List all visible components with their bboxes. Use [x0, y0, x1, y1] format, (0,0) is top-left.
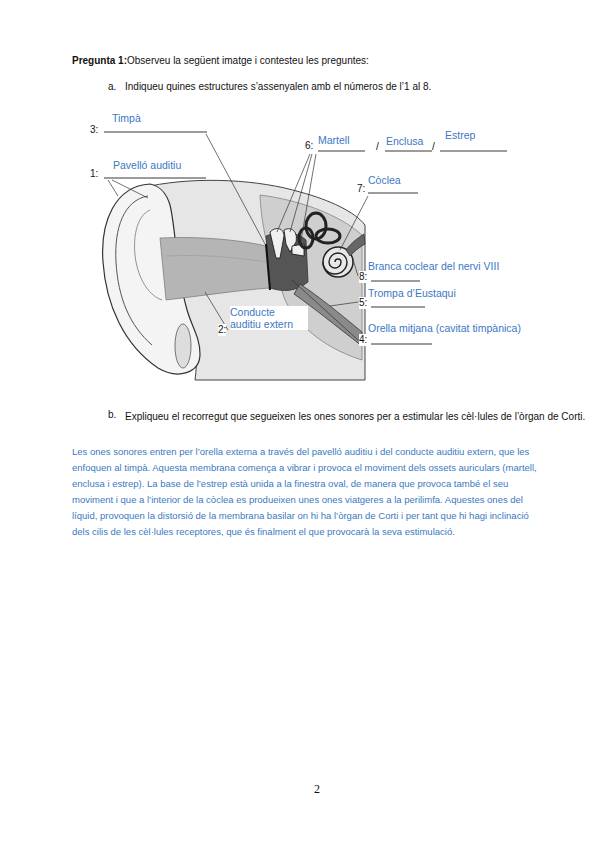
- callout-number: 7:: [357, 183, 365, 195]
- answer-label: Estrep: [445, 129, 475, 141]
- leader-lines: [108, 134, 368, 340]
- tympanum: [266, 244, 270, 290]
- answer-label: Conducte auditiu extern: [230, 306, 308, 330]
- answer-label: Còclea: [368, 174, 401, 186]
- answer-label: Trompa d’Eustaqui: [368, 287, 456, 299]
- question-heading: Pregunta 1:: [72, 55, 127, 67]
- callout-number: 3:: [90, 124, 98, 136]
- answer-label: Branca coclear del nervi VIII: [368, 260, 499, 272]
- callout-number: 4:: [359, 334, 367, 346]
- callout-number: 6:: [305, 140, 313, 152]
- callout-number: 5:: [359, 297, 367, 309]
- item-letter: b.: [108, 409, 116, 421]
- instruction-text: Expliqueu el recorregut que segueixen le…: [125, 409, 590, 424]
- callout-number: 1:: [90, 168, 98, 180]
- instruction-text: Observeu la següent imatge i contesteu l…: [127, 55, 369, 67]
- cochlear-nerve: [346, 234, 365, 256]
- answer-label: Orella mitjana (cavitat timpànica): [368, 322, 521, 334]
- separator: /: [376, 141, 379, 153]
- page-number: 2: [314, 783, 320, 795]
- separator: /: [432, 141, 435, 153]
- instruction-text: Indiqueu quines estructures s’assenyalen…: [125, 81, 431, 93]
- answer-label: Martell: [318, 134, 350, 146]
- ear-canal: [160, 237, 270, 300]
- item-letter: a.: [108, 81, 116, 93]
- head-section: [150, 180, 365, 380]
- callout-number: 2:: [218, 324, 226, 336]
- answer-label: Enclusa: [386, 135, 423, 147]
- answer-paragraph: Les ones sonores entren per l’orella ext…: [72, 444, 542, 540]
- answer-label: Timpà: [112, 112, 141, 124]
- answer-label: Pavelló auditiu: [113, 159, 181, 171]
- callout-number: 8:: [359, 271, 367, 283]
